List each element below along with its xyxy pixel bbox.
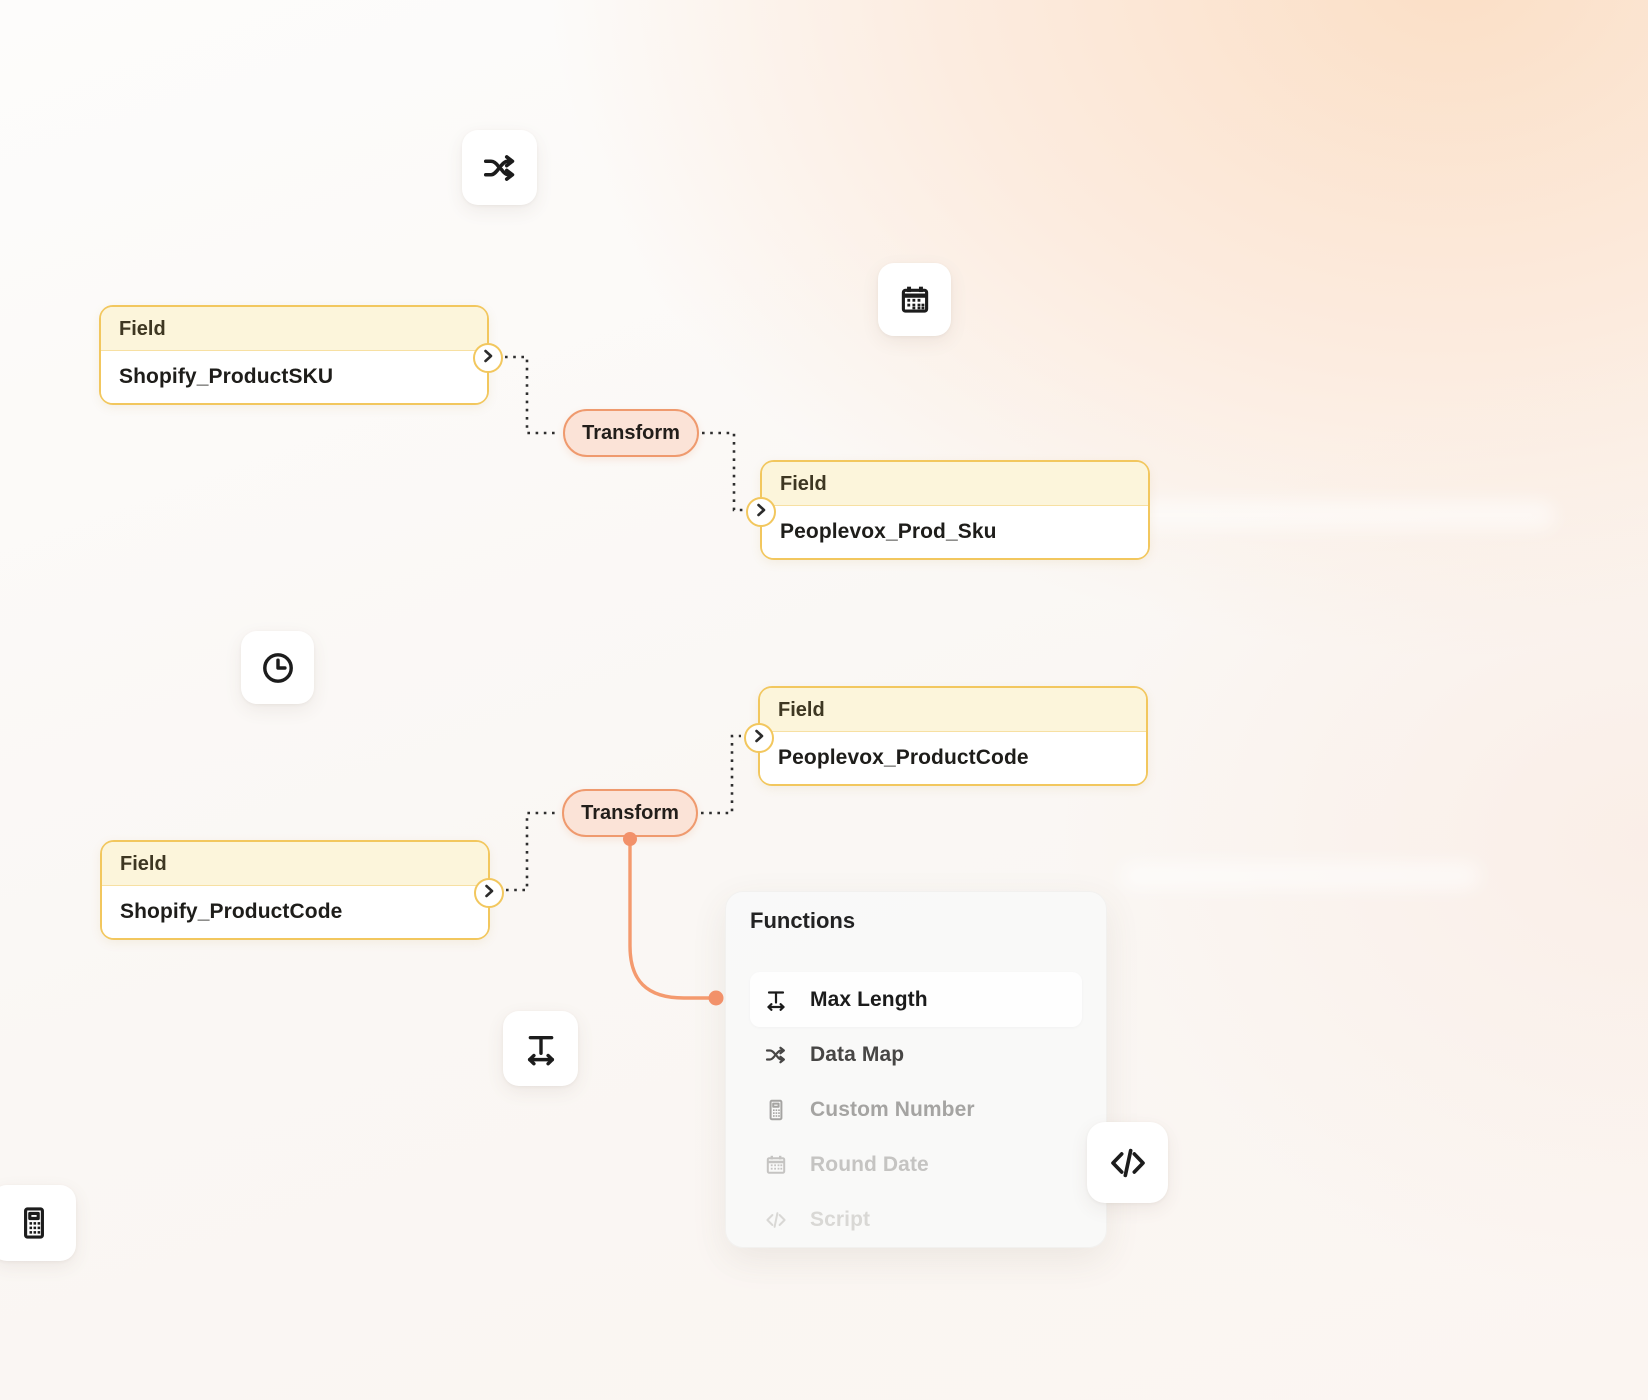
input-port[interactable] bbox=[744, 723, 774, 753]
field-node-header: Field bbox=[101, 307, 487, 351]
transform-node-label: Transform bbox=[582, 421, 680, 444]
max-length-icon bbox=[764, 988, 788, 1012]
transform-functions-link bbox=[628, 838, 714, 1000]
chevron-right-icon bbox=[746, 723, 772, 754]
chevron-right-icon bbox=[475, 343, 501, 374]
calculator-icon bbox=[764, 1098, 788, 1122]
code-icon-card[interactable] bbox=[1087, 1122, 1168, 1203]
calculator-icon-card[interactable] bbox=[0, 1185, 76, 1261]
functions-list: Max Length Data Map bbox=[726, 972, 1106, 1247]
calendar-icon-card[interactable] bbox=[878, 263, 951, 336]
function-item-max-length[interactable]: Max Length bbox=[750, 972, 1082, 1027]
max-length-icon-card[interactable] bbox=[503, 1011, 578, 1086]
field-node-value: Shopify_ProductSKU bbox=[119, 365, 334, 388]
shuffle-icon-card[interactable] bbox=[462, 130, 537, 205]
input-port[interactable] bbox=[746, 497, 776, 527]
function-item-custom-number: Custom Number bbox=[750, 1082, 1082, 1137]
field-node-shopify-productsku[interactable]: Field Shopify_ProductSKU bbox=[99, 305, 503, 405]
field-node-type-label: Field bbox=[778, 699, 825, 721]
max-length-icon bbox=[524, 1032, 558, 1066]
background-streak bbox=[1115, 500, 1555, 530]
field-node-peoplevox-prod-sku[interactable]: Field Peoplevox_Prod_Sku bbox=[746, 460, 1150, 560]
field-node-header: Field bbox=[102, 842, 488, 886]
transform-node-label: Transform bbox=[581, 801, 679, 824]
calendar-icon bbox=[898, 283, 932, 317]
code-icon bbox=[764, 1208, 788, 1232]
output-port[interactable] bbox=[474, 878, 504, 908]
field-node-shopify-productcode[interactable]: Field Shopify_ProductCode bbox=[100, 840, 504, 940]
function-item-round-date: Round Date bbox=[750, 1137, 1082, 1192]
chevron-right-icon bbox=[748, 497, 774, 528]
field-node-body: Shopify_ProductSKU bbox=[101, 351, 487, 403]
function-item-label: Custom Number bbox=[810, 1097, 975, 1121]
field-node-header: Field bbox=[762, 462, 1148, 506]
output-port[interactable] bbox=[473, 343, 503, 373]
field-node-type-label: Field bbox=[119, 318, 166, 340]
field-node-header: Field bbox=[760, 688, 1146, 732]
field-node-type-label: Field bbox=[780, 473, 827, 495]
field-node-body: Shopify_ProductCode bbox=[102, 886, 488, 938]
field-node-body: Peoplevox_ProductCode bbox=[760, 732, 1146, 784]
function-item-script: Script bbox=[750, 1192, 1082, 1247]
clock-icon bbox=[260, 650, 296, 686]
field-node-value: Shopify_ProductCode bbox=[120, 900, 343, 923]
link-end-dot bbox=[708, 990, 724, 1006]
calculator-icon bbox=[16, 1205, 52, 1241]
field-node-value: Peoplevox_ProductCode bbox=[778, 746, 1029, 769]
code-icon bbox=[1108, 1143, 1148, 1183]
functions-panel-title: Functions bbox=[750, 908, 856, 933]
function-item-label: Data Map bbox=[810, 1042, 905, 1066]
function-item-label: Max Length bbox=[810, 987, 928, 1011]
field-node-type-label: Field bbox=[120, 853, 167, 875]
transform-node[interactable]: Transform bbox=[562, 789, 698, 837]
field-node-value: Peoplevox_Prod_Sku bbox=[780, 520, 997, 543]
chevron-right-icon bbox=[476, 878, 502, 909]
functions-panel: Functions Max Length Data Map bbox=[725, 891, 1107, 1248]
shuffle-icon bbox=[764, 1043, 788, 1067]
background-streak bbox=[1120, 862, 1480, 890]
transform-node[interactable]: Transform bbox=[563, 409, 699, 457]
function-item-data-map[interactable]: Data Map bbox=[750, 1027, 1082, 1082]
field-node-peoplevox-productcode[interactable]: Field Peoplevox_ProductCode bbox=[744, 686, 1148, 786]
calendar-icon bbox=[764, 1153, 788, 1177]
function-item-label: Round Date bbox=[810, 1152, 929, 1176]
clock-icon-card[interactable] bbox=[241, 631, 314, 704]
function-item-label: Script bbox=[810, 1207, 871, 1231]
field-node-body: Peoplevox_Prod_Sku bbox=[762, 506, 1148, 558]
shuffle-icon bbox=[482, 150, 518, 186]
